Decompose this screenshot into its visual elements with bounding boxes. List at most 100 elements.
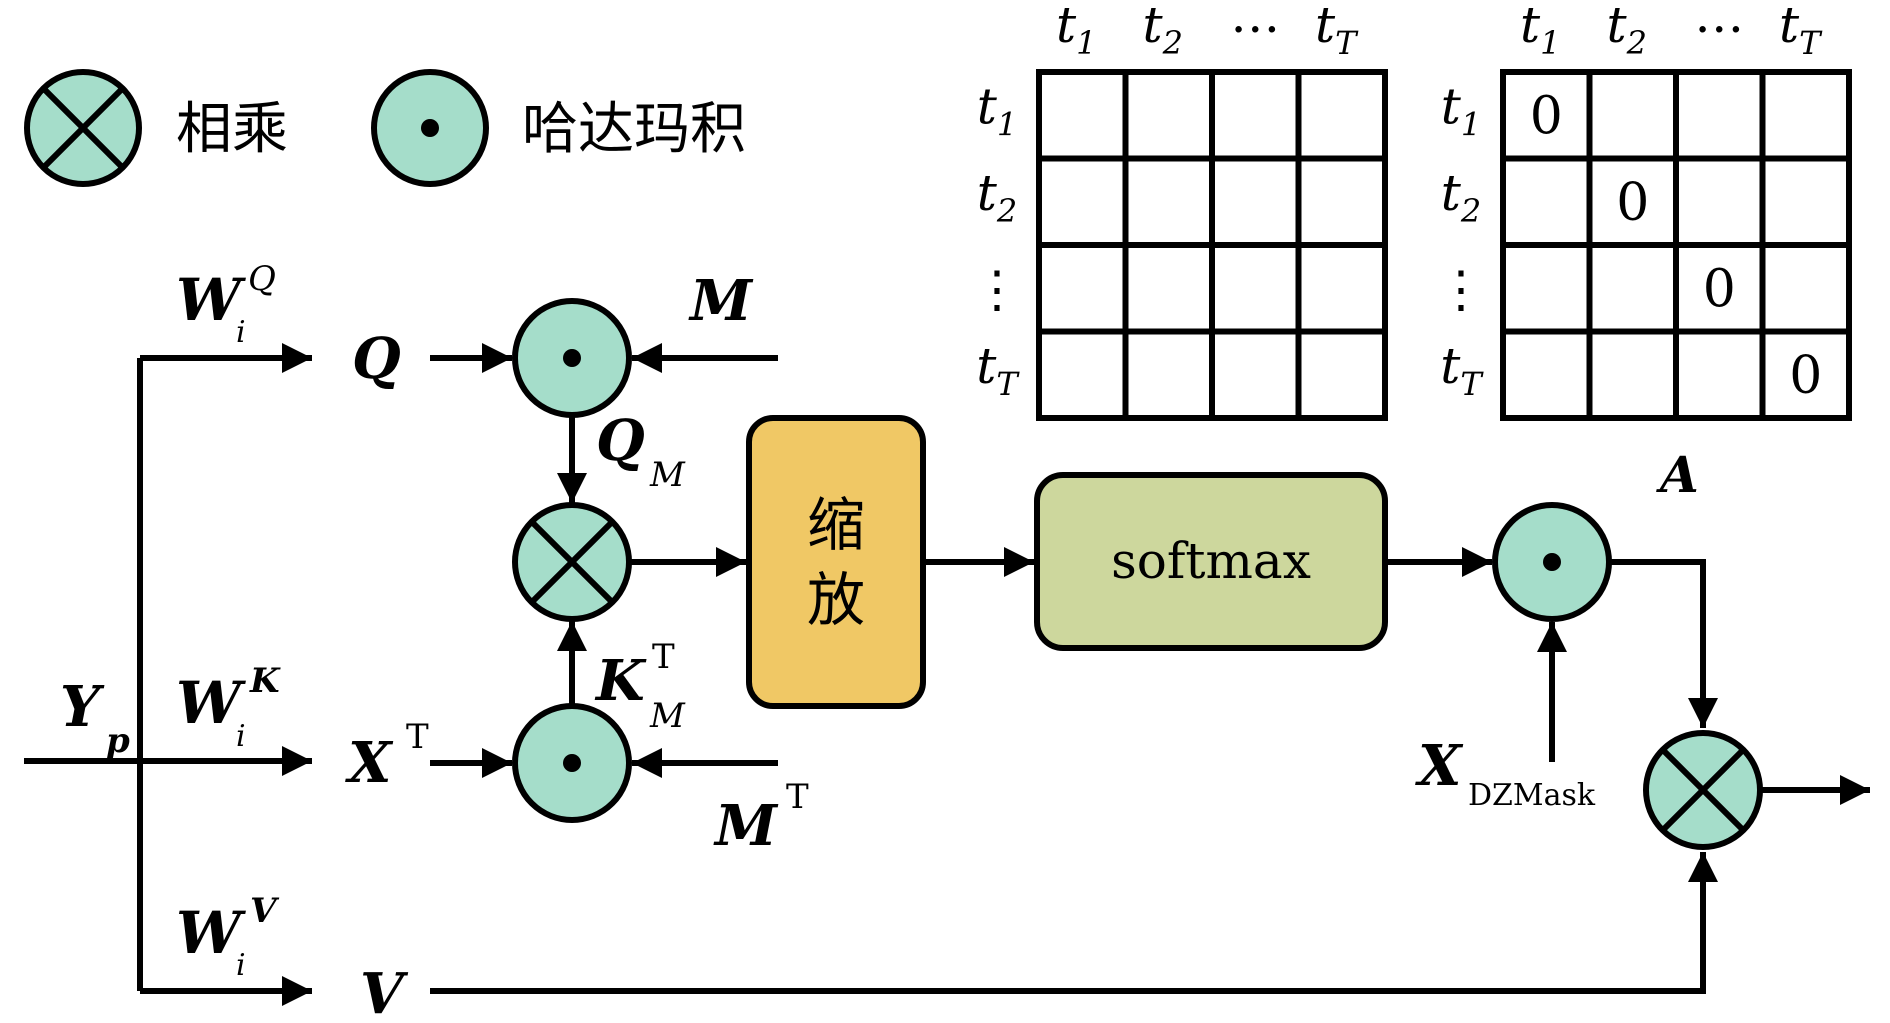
matrix-row-label: t2: [977, 164, 1017, 230]
weight-q-label: W Q i: [176, 259, 276, 350]
matrix-col-label: t2: [1607, 0, 1647, 62]
svg-text:Q: Q: [248, 259, 276, 299]
svg-text:p: p: [106, 721, 130, 761]
matrix-cell: [1122, 328, 1215, 421]
svg-text:K: K: [594, 648, 647, 714]
matrix-row-label: tT: [976, 337, 1020, 403]
matrix-cell: [1586, 69, 1679, 162]
matrix-cell: [1500, 69, 1593, 162]
svg-text:T: T: [786, 777, 809, 817]
svg-text:K: K: [249, 661, 281, 701]
svg-text:T: T: [406, 717, 429, 757]
weight-k-label: W K i: [176, 661, 281, 754]
matrix-cell: [1500, 242, 1593, 335]
hadamard-node-k: [512, 703, 632, 823]
svg-text:M: M: [713, 793, 779, 859]
matrix-cell: [1759, 69, 1852, 162]
matrix-cell: [1036, 242, 1129, 335]
scale-label-2: 放: [807, 566, 865, 634]
matrix-cell: [1122, 242, 1215, 335]
multiply-node-icon: [24, 69, 142, 187]
scale-block: 缩 放: [746, 415, 926, 709]
svg-text:T: T: [652, 637, 675, 677]
svg-text:X: X: [345, 730, 394, 796]
svg-text:Y: Y: [60, 674, 105, 740]
legend-hadamard: 哈达玛积: [371, 69, 746, 187]
matrix-cell: [1209, 69, 1302, 162]
softmax-block: softmax: [1034, 472, 1388, 651]
input-y-label: Y p: [60, 674, 130, 761]
scale-label-1: 缩: [807, 491, 865, 559]
softmax-label: softmax: [1111, 532, 1311, 590]
matrix-col-label: t1: [1056, 0, 1096, 62]
matrix-cell: [1036, 69, 1129, 162]
matrix-cell: [1036, 328, 1129, 421]
svg-text:Q: Q: [596, 408, 645, 474]
matrix-cell: [1759, 242, 1852, 335]
matrix-row-label: ⋮: [1436, 260, 1486, 318]
legend-hadamard-label: 哈达玛积: [522, 97, 746, 162]
matrix-cell: [1759, 155, 1852, 248]
q-label: Q: [352, 326, 401, 392]
matrix-cell: [1209, 155, 1302, 248]
matrix-col-label: tT: [1315, 0, 1359, 62]
matrix-cell-value: 0: [1789, 346, 1822, 406]
svg-text:M: M: [649, 696, 686, 736]
matrix-col-label: …: [1694, 0, 1744, 44]
matrix-row-label: tT: [1440, 337, 1484, 403]
matrix-cell-value: 0: [1616, 173, 1649, 233]
m-label: M: [688, 268, 754, 334]
m-transpose-label: M T: [713, 777, 809, 859]
matrix-row-label: ⋮: [972, 260, 1022, 318]
hadamard-node-q: [512, 298, 632, 418]
svg-text:X: X: [1415, 733, 1464, 799]
mask-matrix-label: A: [1656, 445, 1699, 504]
matrix-cell: [1500, 155, 1593, 248]
km-label: K T M: [594, 637, 686, 736]
arrow-to-output-multiply: [1609, 559, 1718, 728]
matrix-col-label: tT: [1779, 0, 1823, 62]
svg-text:V: V: [250, 891, 280, 931]
arrow-v-to-output: [430, 852, 1718, 994]
legend-multiply-label: 相乘: [176, 97, 288, 162]
matrix-cell: [1122, 69, 1215, 162]
matrix-cell: [1673, 69, 1766, 162]
matrix-cell: [1036, 155, 1129, 248]
svg-text:i: i: [236, 719, 246, 754]
xmask-label: X DZMask: [1415, 733, 1596, 813]
matrix-cell: [1295, 155, 1388, 248]
matrix-cell: [1295, 242, 1388, 335]
multiply-node-output: [1643, 730, 1763, 850]
matrix-col-label: t1: [1520, 0, 1560, 62]
matrix-cell: [1673, 155, 1766, 248]
matrix-cell: [1295, 328, 1388, 421]
svg-text:i: i: [236, 948, 246, 983]
svg-text:W: W: [176, 899, 246, 967]
matrix-cell-value: 0: [1703, 259, 1736, 319]
matrix-cell: [1209, 328, 1302, 421]
matrix-cell: [1209, 242, 1302, 335]
matrix-cell: [1586, 328, 1679, 421]
matrix-cell: [1295, 69, 1388, 162]
matrix-cell: [1122, 155, 1215, 248]
svg-text:W: W: [176, 669, 246, 737]
x-transpose-label: X T: [345, 717, 429, 796]
matrix-col-label: t2: [1143, 0, 1183, 62]
matrix-cell: [1500, 328, 1593, 421]
svg-text:W: W: [176, 266, 246, 334]
qm-label: Q M: [596, 408, 686, 495]
multiply-node-qk: [512, 502, 632, 622]
svg-text:M: M: [649, 455, 686, 495]
v-label: V: [360, 961, 409, 1023]
svg-text:i: i: [236, 315, 246, 350]
weight-v-label: W V i: [176, 891, 280, 983]
matrix-cell: [1586, 242, 1679, 335]
matrix-cell-value: 0: [1530, 86, 1563, 146]
matrix-cell: [1759, 328, 1852, 421]
matrix-row-label: t2: [1441, 164, 1481, 230]
matrix-cell: [1673, 328, 1766, 421]
legend-multiply: 相乘: [24, 69, 288, 187]
hadamard-node-icon: [371, 69, 489, 187]
